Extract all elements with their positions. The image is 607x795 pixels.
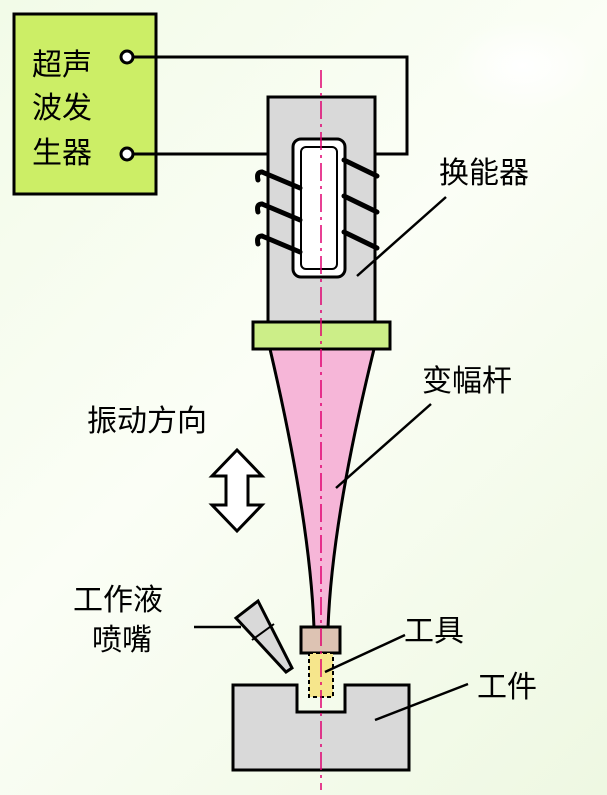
label-vibration-direction: 振动方向 xyxy=(87,404,207,439)
transducer-core-inner xyxy=(300,146,338,270)
label-nozzle-line2: 喷嘴 xyxy=(92,623,152,658)
label-tool: 工具 xyxy=(404,614,464,649)
generator-terminal-top xyxy=(119,49,135,65)
leader-lines xyxy=(194,196,469,722)
background-highlight xyxy=(448,18,598,113)
label-workpiece: 工件 xyxy=(477,670,537,705)
generator-label-line1: 超声 xyxy=(32,48,92,83)
coil-windings xyxy=(255,157,380,255)
generator-label-line2: 波发 xyxy=(32,91,92,126)
vibration-arrow-icon xyxy=(208,447,266,534)
ultrasonic-generator-box xyxy=(12,12,158,196)
label-horn: 变幅杆 xyxy=(422,364,512,399)
label-transducer: 换能器 xyxy=(439,156,529,191)
transducer-core xyxy=(291,137,347,279)
generator-label-line3: 生器 xyxy=(32,136,92,171)
label-nozzle-line1: 工作液 xyxy=(73,583,163,618)
nozzle xyxy=(233,598,294,674)
generator-terminal-bottom xyxy=(119,146,135,162)
horn xyxy=(268,347,376,630)
wire-top xyxy=(133,55,409,156)
